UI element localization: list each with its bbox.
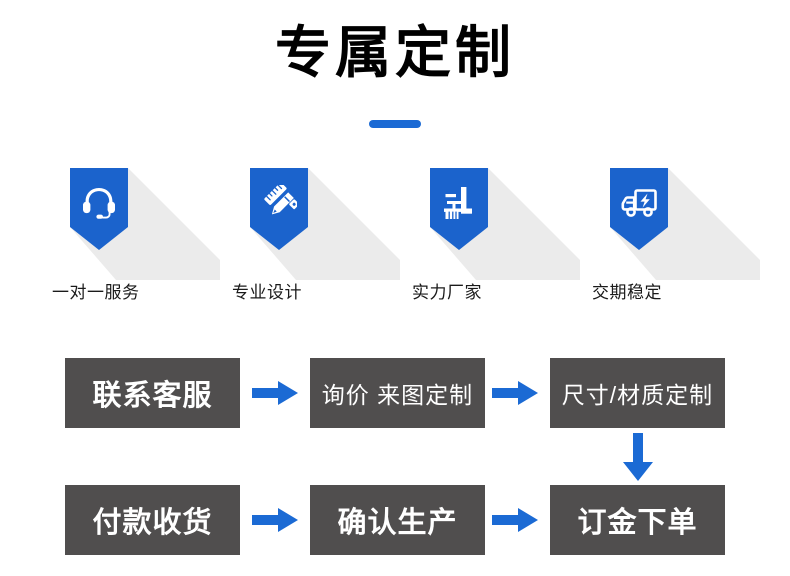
feature-item-one-to-one-service[interactable]: 一对一服务 — [52, 168, 232, 308]
feature-list: 一对一服务 — [0, 168, 790, 308]
delivery-truck-icon — [610, 174, 668, 232]
page-title: 专属定制 — [275, 21, 515, 84]
arrow-right-icon — [252, 380, 298, 406]
flow-step-contact-service[interactable]: 联系客服 — [65, 358, 240, 428]
feature-icon-badge — [250, 168, 400, 280]
feature-item-stable-delivery[interactable]: 交期稳定 — [592, 168, 772, 308]
arrow-right-icon — [492, 507, 538, 533]
feature-label: 专业设计 — [232, 283, 302, 302]
feature-label: 一对一服务 — [52, 283, 140, 302]
feature-label: 实力厂家 — [412, 283, 482, 302]
feature-item-strong-factory[interactable]: 实力厂家 — [412, 168, 592, 308]
flow-step-inquiry-custom[interactable]: 询价 来图定制 — [310, 358, 485, 428]
flow-step-confirm-production[interactable]: 确认生产 — [310, 485, 485, 555]
feature-label: 交期稳定 — [592, 283, 662, 302]
feature-item-professional-design[interactable]: 专业设计 — [232, 168, 412, 308]
title-underline-bar — [369, 120, 421, 128]
pencil-ruler-icon — [250, 174, 308, 232]
flow-step-payment-receive[interactable]: 付款收货 — [65, 485, 240, 555]
flow-step-deposit-order[interactable]: 订金下单 — [550, 485, 725, 555]
feature-icon-badge — [430, 168, 580, 280]
arrow-right-icon — [492, 380, 538, 406]
flow-step-size-material[interactable]: 尺寸/材质定制 — [550, 358, 725, 428]
arrow-right-icon — [252, 507, 298, 533]
feature-icon-badge — [610, 168, 760, 280]
feature-icon-badge — [70, 168, 220, 280]
arrow-down-icon — [622, 433, 654, 481]
headset-icon — [70, 174, 128, 232]
factory-icon — [430, 174, 488, 232]
